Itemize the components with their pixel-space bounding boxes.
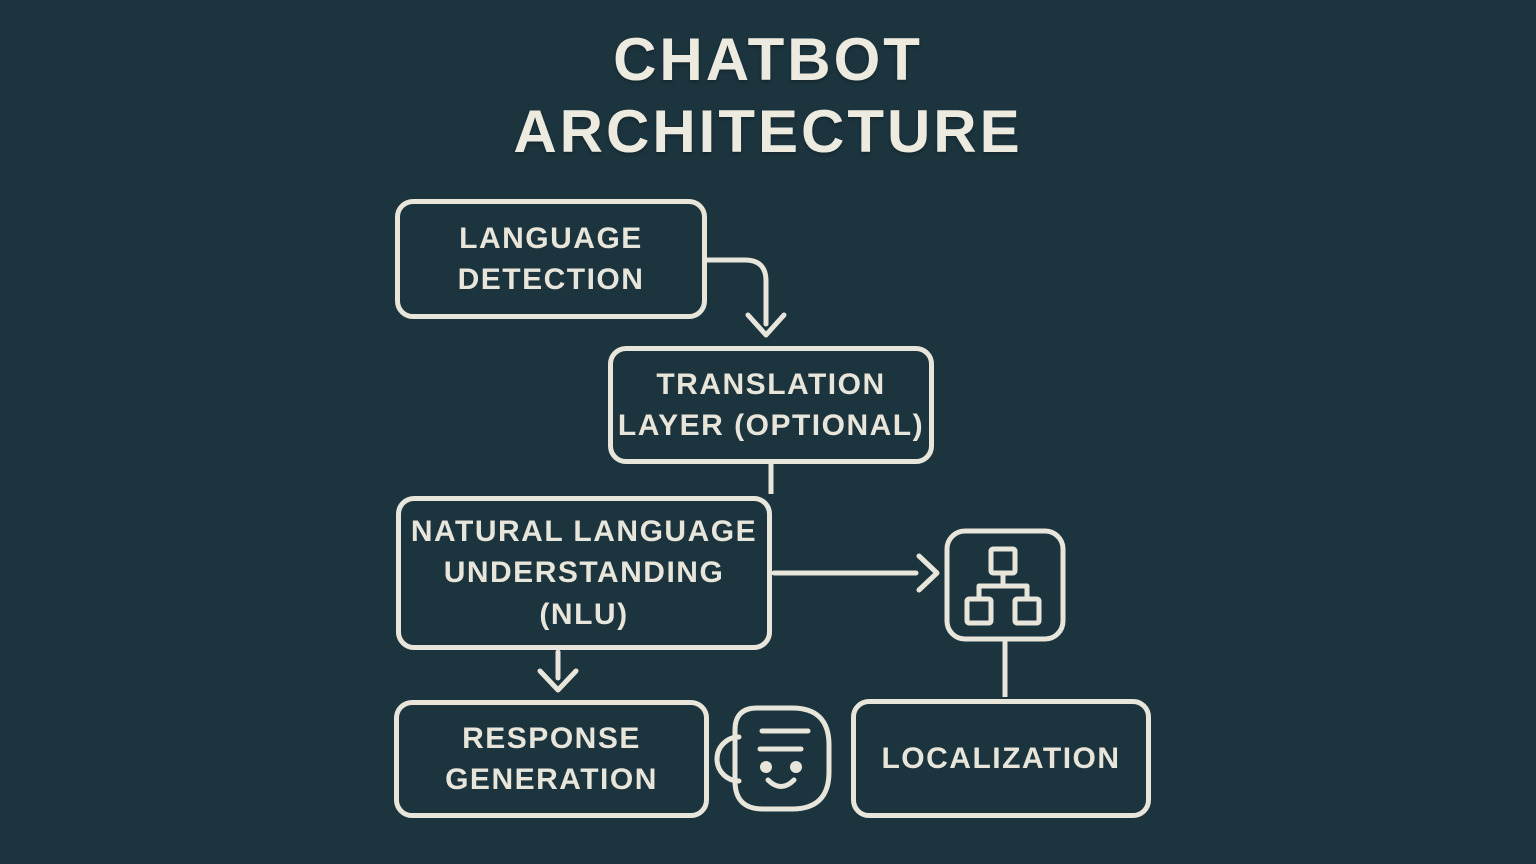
node-label: LOCALIZATION <box>881 741 1121 775</box>
robot-mouth <box>765 777 797 789</box>
arrowhead-right-icon <box>916 553 940 593</box>
robot-eye-right <box>790 761 802 773</box>
node-response-generation: RESPONSE GENERATION <box>394 700 709 818</box>
sitemap-icon <box>944 528 1066 642</box>
title-line-1: CHATBOT <box>613 26 923 93</box>
node-label: TRANSLATION LAYER (OPTIONAL) <box>617 367 925 442</box>
robot-eye-left <box>760 761 772 773</box>
edge-language-detection-to-translation-layer <box>704 257 769 327</box>
node-natural-language-understanding: NATURAL LANGUAGE UNDERSTANDING (NLU) <box>396 496 772 650</box>
node-language-detection: LANGUAGE DETECTION <box>395 199 707 319</box>
node-label: LANGUAGE DETECTION <box>457 221 645 296</box>
arrowhead-down-icon <box>537 668 579 693</box>
arrowhead-down-icon <box>745 312 787 338</box>
robot-ear <box>714 734 742 784</box>
sitemap-icon-frame <box>944 528 1066 642</box>
title-line-2: ARCHITECTURE <box>513 98 1023 165</box>
page-title: CHATBOT ARCHITECTURE <box>0 24 1536 168</box>
robot-head <box>732 705 832 812</box>
node-localization: LOCALIZATION <box>851 699 1151 818</box>
node-label: NATURAL LANGUAGE UNDERSTANDING (NLU) <box>410 514 758 631</box>
robot-face-icon <box>714 705 832 812</box>
node-label: RESPONSE GENERATION <box>445 721 658 796</box>
node-translation-layer: TRANSLATION LAYER (OPTIONAL) <box>608 346 934 464</box>
